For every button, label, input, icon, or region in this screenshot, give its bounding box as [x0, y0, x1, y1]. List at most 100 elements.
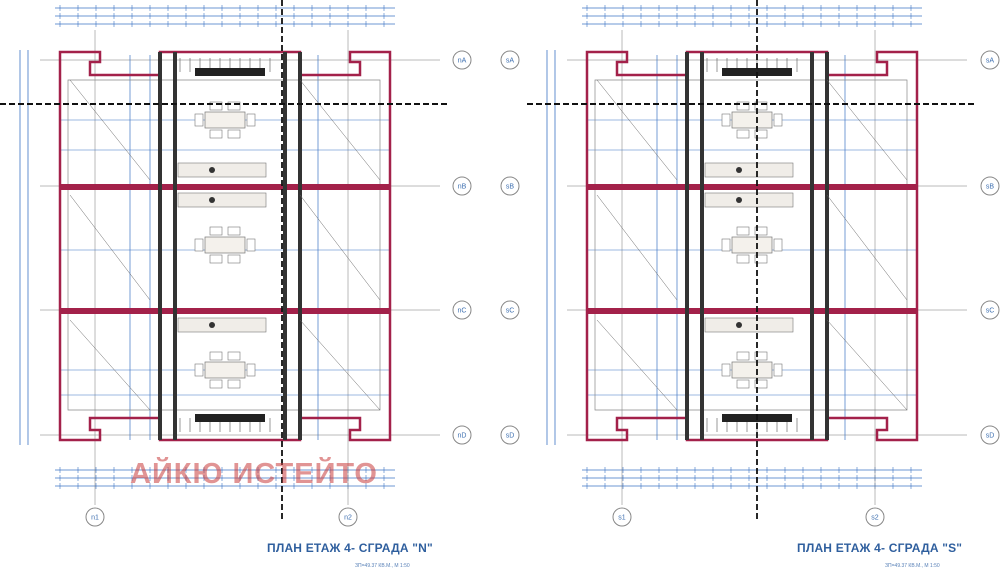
floor-slab-band: [60, 308, 390, 314]
core-wall: [810, 52, 814, 440]
grid-bubble: [500, 300, 520, 320]
floor-slab-band: [60, 184, 390, 190]
plan-s-title: ПЛАН ЕТАЖ 4- СГРАДА "S": [797, 541, 963, 555]
chair: [754, 129, 768, 139]
stair-landing: [195, 414, 265, 422]
chair: [754, 226, 768, 236]
grid-label-nC: nC: [458, 308, 467, 315]
dining-table: [731, 236, 773, 254]
sink: [209, 167, 215, 173]
chair: [194, 363, 204, 377]
chair: [754, 254, 768, 264]
grid-label-sC: sC: [986, 308, 995, 315]
chair: [773, 363, 783, 377]
grid-bubble: [85, 507, 105, 527]
core-wall: [158, 52, 162, 440]
grid-label-s1: s1: [618, 515, 626, 522]
chair: [209, 129, 223, 139]
chair: [773, 238, 783, 252]
grid-label-sC: sC: [506, 308, 515, 315]
core-wall: [173, 52, 177, 440]
room-diagonal: [299, 319, 381, 411]
kitchen-counter: [177, 162, 267, 178]
grid-bubble: [338, 507, 358, 527]
sink: [736, 197, 742, 203]
exterior-wall: [58, 50, 392, 442]
dining-table: [731, 111, 773, 129]
grid-label-sD: sD: [506, 433, 515, 440]
grid-label-sB: sB: [986, 184, 995, 191]
chair: [736, 101, 750, 111]
floor-slab-band: [587, 184, 917, 190]
chair: [209, 101, 223, 111]
chair: [736, 226, 750, 236]
sink: [736, 322, 742, 328]
chair: [209, 379, 223, 389]
core-wall: [298, 52, 302, 440]
chair: [227, 129, 241, 139]
room-diagonal: [596, 319, 678, 411]
grid-bubble: [980, 50, 1000, 70]
room-diagonal: [299, 194, 381, 301]
kitchen-counter: [177, 192, 267, 208]
grid-bubble: [500, 176, 520, 196]
dining-table: [204, 236, 246, 254]
room-diagonal: [826, 319, 908, 411]
core-wall: [283, 52, 287, 440]
grid-label-s2: s2: [871, 515, 879, 522]
core-wall: [700, 52, 704, 440]
chair: [773, 113, 783, 127]
room-diagonal: [596, 194, 678, 301]
grid-label-sB: sB: [506, 184, 515, 191]
chair: [754, 101, 768, 111]
grid-bubble: [980, 300, 1000, 320]
grid-label-n1: n1: [91, 515, 99, 522]
grid-bubble: [452, 176, 472, 196]
chair: [227, 379, 241, 389]
grid-bubble: [452, 50, 472, 70]
chair: [721, 238, 731, 252]
chair: [209, 351, 223, 361]
grid-label-nD: nD: [458, 433, 467, 440]
stair-landing: [195, 68, 265, 76]
chair: [246, 113, 256, 127]
grid-label-nA: nA: [458, 58, 467, 65]
chair: [209, 254, 223, 264]
sink: [209, 322, 215, 328]
grid-label-n2: n2: [344, 515, 352, 522]
chair: [194, 238, 204, 252]
grid-bubble: [500, 50, 520, 70]
exterior-wall: [585, 50, 919, 442]
core-wall: [825, 52, 829, 440]
grid-bubble: [980, 425, 1000, 445]
sink: [736, 167, 742, 173]
grid-label-sA: sA: [986, 58, 995, 65]
chair: [736, 254, 750, 264]
chair: [194, 113, 204, 127]
grid-bubble: [612, 507, 632, 527]
room-diagonal: [826, 79, 908, 181]
core-wall: [685, 52, 689, 440]
kitchen-counter: [704, 162, 794, 178]
grid-bubble: [452, 425, 472, 445]
room-diagonal: [299, 79, 381, 181]
kitchen-counter: [704, 317, 794, 333]
watermark: АЙКЮ ИСТЕЙТО: [130, 458, 378, 490]
plan-n-subtitle: ЗП=49.37 КВ.М., М 1:50: [355, 563, 410, 569]
chair: [209, 226, 223, 236]
chair: [736, 379, 750, 389]
room-diagonal: [826, 194, 908, 301]
chair: [721, 363, 731, 377]
grid-label-nB: nB: [458, 184, 467, 191]
chair: [227, 226, 241, 236]
chair: [227, 351, 241, 361]
floor-slab-band: [587, 308, 917, 314]
chair: [754, 379, 768, 389]
room-diagonal: [596, 79, 678, 181]
room-diagonal: [69, 79, 151, 181]
chair: [736, 351, 750, 361]
chair: [754, 351, 768, 361]
grid-bubble: [980, 176, 1000, 196]
plan-n: nA nB nC nD n1 n2: [0, 0, 472, 527]
